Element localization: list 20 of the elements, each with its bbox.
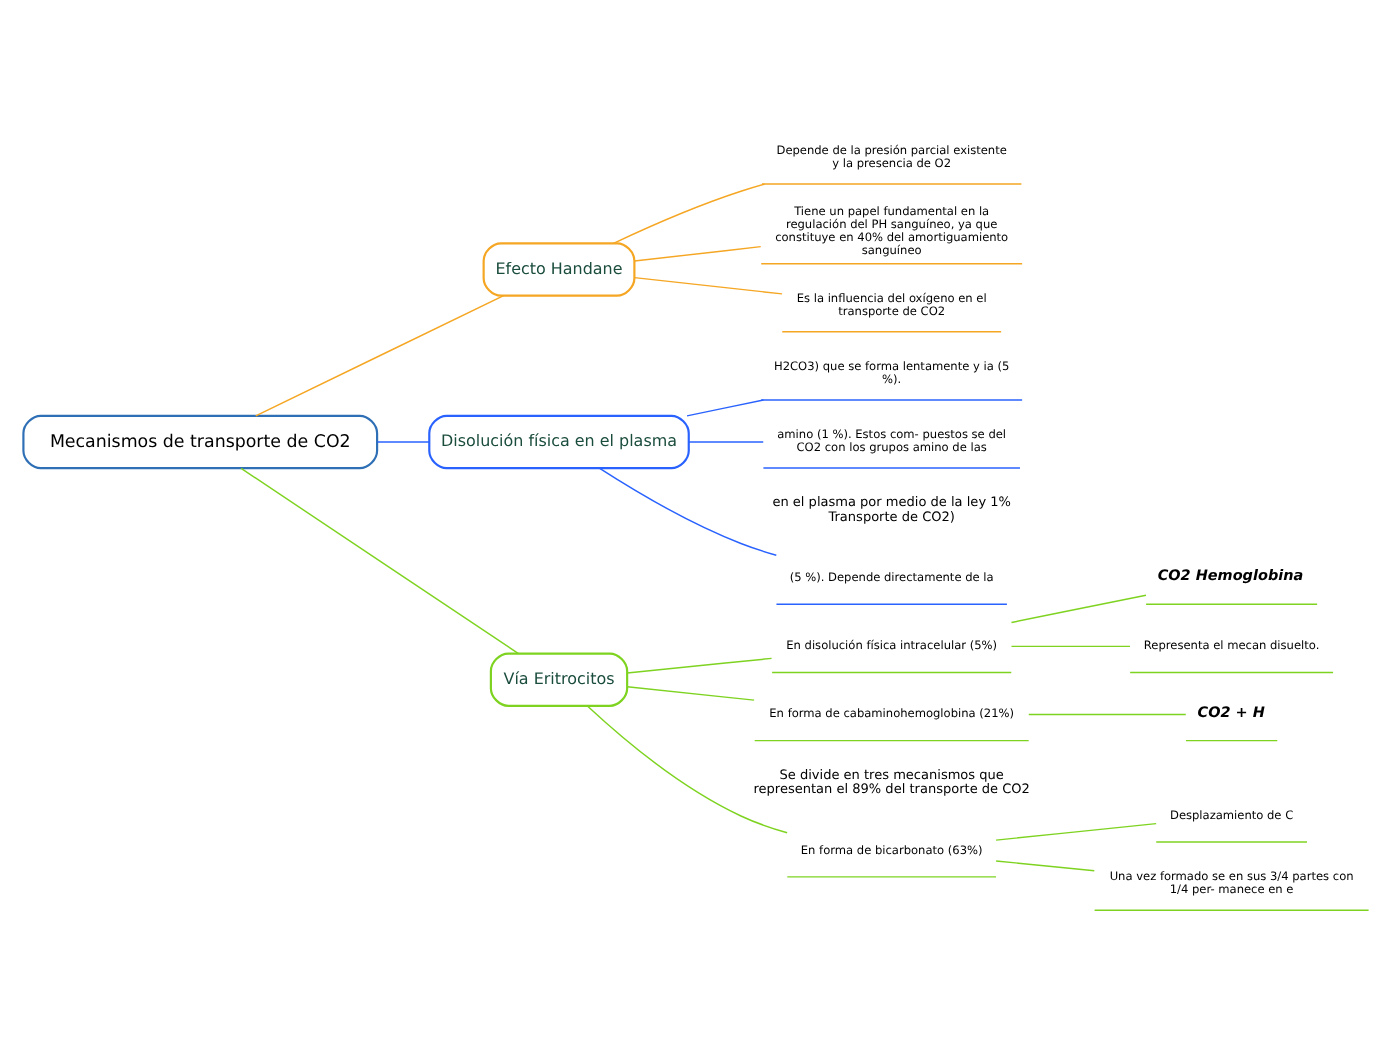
connector xyxy=(995,859,1095,871)
connector xyxy=(633,244,762,261)
node-text: CO2 Hemoglobina xyxy=(1157,565,1304,584)
connector xyxy=(376,440,430,442)
connector xyxy=(599,466,778,555)
connector xyxy=(626,685,755,700)
connector xyxy=(633,275,783,294)
connector xyxy=(612,182,766,244)
connector xyxy=(626,656,773,673)
node-box: Mecanismos de transporte de CO2 xyxy=(22,413,379,469)
connector xyxy=(586,704,788,833)
connector xyxy=(1028,712,1187,715)
connector xyxy=(995,821,1157,840)
node-text: CO2 + H xyxy=(1197,701,1265,720)
connector xyxy=(686,398,765,416)
connector xyxy=(1010,593,1147,623)
connector xyxy=(1010,644,1131,647)
connector xyxy=(255,293,505,416)
connector xyxy=(240,466,520,654)
connector xyxy=(688,440,764,442)
